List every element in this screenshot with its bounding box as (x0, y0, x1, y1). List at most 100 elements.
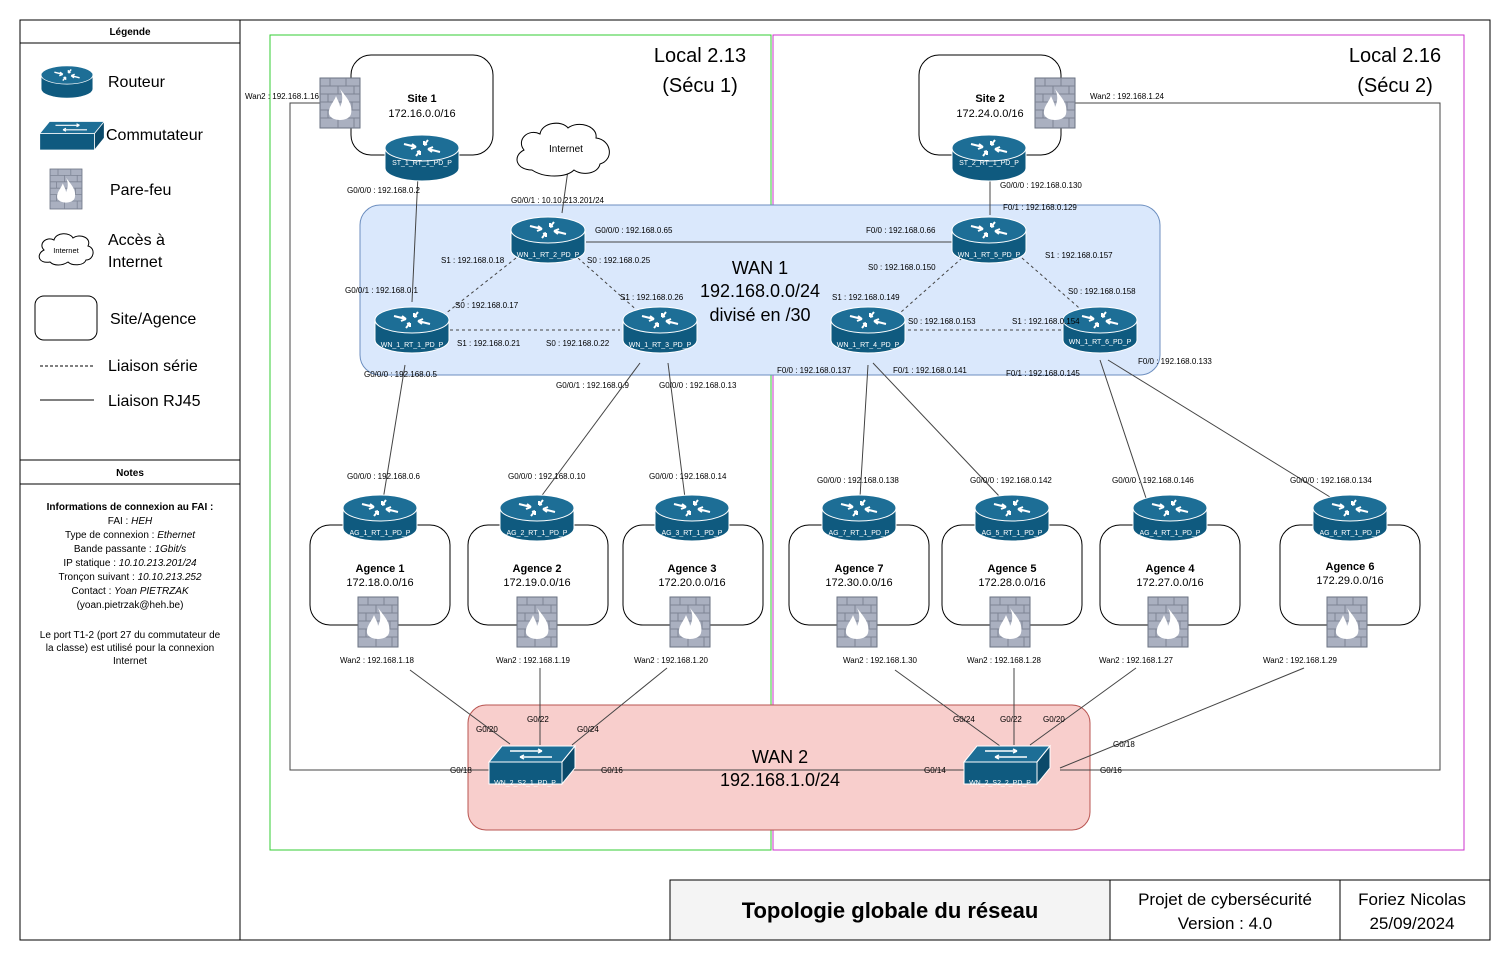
device-label: WN_2_S2_2_PD_P (969, 780, 1031, 787)
iface-label: F0/0 : 192.168.0.137 (777, 366, 851, 375)
iface-label: S1 : 192.168.0.18 (441, 256, 505, 265)
router-ag1[interactable]: AG_1_RT_1_PD_P (342, 494, 418, 542)
router-st2[interactable]: ST_2_RT_1_PD_P (951, 134, 1027, 182)
iface-label: G0/16 (1100, 766, 1122, 775)
legend-title: Légende (109, 27, 151, 38)
switch-sw1[interactable]: WN_2_S2_1_PD_P (488, 745, 576, 787)
zone-local-2-13 (269, 34, 772, 851)
device-label: AG_3_RT_1_PD_P (662, 530, 723, 537)
router-ag3[interactable]: AG_3_RT_1_PD_P (654, 494, 730, 542)
agence-3-name: Agence 3 (668, 563, 717, 575)
iface-label: S0 : 192.168.0.17 (455, 301, 519, 310)
router-st1[interactable]: ST_1_RT_1_PD_P (384, 134, 460, 182)
iface-label: Wan2 : 192.168.1.24 (1090, 92, 1165, 101)
router-ag5[interactable]: AG_5_RT_1_PD_P (974, 494, 1050, 542)
svg-text:Internet: Internet (53, 246, 79, 255)
router-ag4[interactable]: AG_4_RT_1_PD_P (1132, 494, 1208, 542)
agence-2-name: Agence 2 (513, 563, 562, 575)
iface-label: G0/0/0 : 192.168.0.13 (659, 381, 737, 390)
device-label: WN_1_RT_3_PD_P (629, 342, 692, 349)
router-ag7[interactable]: AG_7_RT_1_PD_P (821, 494, 897, 542)
agence-5-name: Agence 5 (988, 563, 1037, 575)
project-version: Version : 4.0 (1178, 914, 1273, 933)
firewall-icon (1326, 596, 1368, 648)
legend-rj45-label: Liaison RJ45 (108, 393, 201, 410)
agence-7-name: Agence 7 (835, 563, 884, 575)
iface-label: G0/14 (924, 766, 946, 775)
iface-label: Wan2 : 192.168.1.20 (634, 656, 709, 665)
wan1-subnet-note: divisé en /30 (709, 305, 810, 325)
iface-label: G0/0/0 : 192.168.0.138 (817, 476, 899, 485)
iface-label: G0/0/0 : 192.168.0.6 (347, 472, 420, 481)
device-label: AG_4_RT_1_PD_P (1140, 530, 1201, 537)
notes-port-line: la classe) est utilisé pour la connexion (46, 643, 214, 654)
iface-label: Wan2 : 192.168.1.19 (496, 656, 571, 665)
notes-email: (yoan.pietrzak@heh.be) (77, 600, 184, 611)
iface-label: F0/0 : 192.168.0.133 (1138, 357, 1212, 366)
iface-label: S1 : 192.168.0.157 (1045, 251, 1113, 260)
iface-label: S1 : 192.168.0.26 (620, 293, 684, 302)
iface-label: G0/24 (577, 725, 599, 734)
device-label: WN_1_RT_1_PD_P (381, 342, 444, 349)
iface-label: Wan2 : 192.168.1.16 (245, 92, 320, 101)
notes-line: FAI : HEH (108, 516, 153, 527)
iface-label: G0/22 (1000, 715, 1022, 724)
iface-label: S0 : 192.168.0.153 (908, 317, 976, 326)
zone-local-2-16 (772, 34, 1465, 851)
switch-sw2[interactable]: WN_2_S2_2_PD_P (963, 745, 1051, 787)
device-label: AG_6_RT_1_PD_P (1320, 530, 1381, 537)
site-shape-icon (34, 295, 98, 341)
iface-label: G0/0/0 : 192.168.0.134 (1290, 476, 1372, 485)
router-wn1[interactable]: WN_1_RT_1_PD_P (374, 306, 450, 354)
iface-label: G0/0/0 : 192.168.0.142 (970, 476, 1052, 485)
legend-site-label: Site/Agence (110, 311, 196, 328)
router-wn2[interactable]: WN_1_RT_2_PD_P (510, 216, 586, 264)
device-label: ST_2_RT_1_PD_P (959, 160, 1019, 167)
iface-label: F0/1 : 192.168.0.145 (1006, 369, 1080, 378)
serial-links (439, 257, 1086, 331)
iface-label: G0/18 (1113, 740, 1135, 749)
router-wn5[interactable]: WN_1_RT_5_PD_P (951, 216, 1027, 264)
device-label: WN_1_RT_6_PD_P (1069, 339, 1132, 346)
router-ag2[interactable]: AG_2_RT_1_PD_P (499, 494, 575, 542)
iface-label: S0 : 192.168.0.150 (868, 263, 936, 272)
legend-panel: Légende Routeur Commutateur Pare-feu Int… (20, 27, 240, 410)
router-wn6[interactable]: WN_1_RT_6_PD_P (1062, 306, 1138, 354)
iface-label: G0/0/0 : 192.168.0.10 (508, 472, 586, 481)
notes-line: Contact : Yoan PIETRZAK (71, 586, 190, 597)
iface-label: Wan2 : 192.168.1.27 (1099, 656, 1174, 665)
notes-heading: Informations de connexion au FAI : (47, 502, 214, 513)
legend-switch-label: Commutateur (106, 127, 204, 144)
notes-line: Type de connexion : Ethernet (65, 530, 196, 541)
iface-label: S0 : 192.168.0.25 (587, 256, 651, 265)
site-2-network: 172.24.0.0/16 (956, 108, 1023, 120)
iface-label: G0/20 (1043, 715, 1065, 724)
firewall-icon (1147, 596, 1189, 648)
device-label: AG_5_RT_1_PD_P (982, 530, 1043, 537)
legend-internet-label-2: Internet (108, 254, 163, 271)
iface-label: S0 : 192.168.0.158 (1068, 287, 1136, 296)
iface-label: G0/0/0 : 192.168.0.65 (595, 226, 673, 235)
legend-firewall-label: Pare-feu (110, 182, 171, 199)
legend-internet-label-1: Accès à (108, 232, 165, 249)
iface-label: F0/0 : 192.168.0.66 (866, 226, 936, 235)
zone-local1-subtitle: (Sécu 1) (662, 75, 738, 97)
firewall-icon (669, 596, 711, 648)
internet-cloud-label: Internet (549, 144, 583, 155)
document-date: 25/09/2024 (1369, 914, 1454, 933)
project-name: Projet de cybersécurité (1138, 890, 1312, 909)
router-wn3[interactable]: WN_1_RT_3_PD_P (622, 306, 698, 354)
zone-local1-title: Local 2.13 (654, 45, 746, 67)
iface-label: F0/1 : 192.168.0.141 (893, 366, 967, 375)
notes-line: IP statique : 10.10.213.201/24 (63, 558, 197, 569)
wan2-area (467, 704, 1091, 831)
device-label: WN_1_RT_2_PD_P (517, 252, 580, 259)
iface-label: S1 : 192.168.0.21 (457, 339, 521, 348)
agence-3-network: 172.20.0.0/16 (658, 577, 725, 589)
router-wn4[interactable]: WN_1_RT_4_PD_P (830, 306, 906, 354)
agence-6-name: Agence 6 (1326, 561, 1375, 573)
router-ag6[interactable]: AG_6_RT_1_PD_P (1312, 494, 1388, 542)
site-1-network: 172.16.0.0/16 (388, 108, 455, 120)
legend-router-label: Routeur (108, 74, 166, 91)
